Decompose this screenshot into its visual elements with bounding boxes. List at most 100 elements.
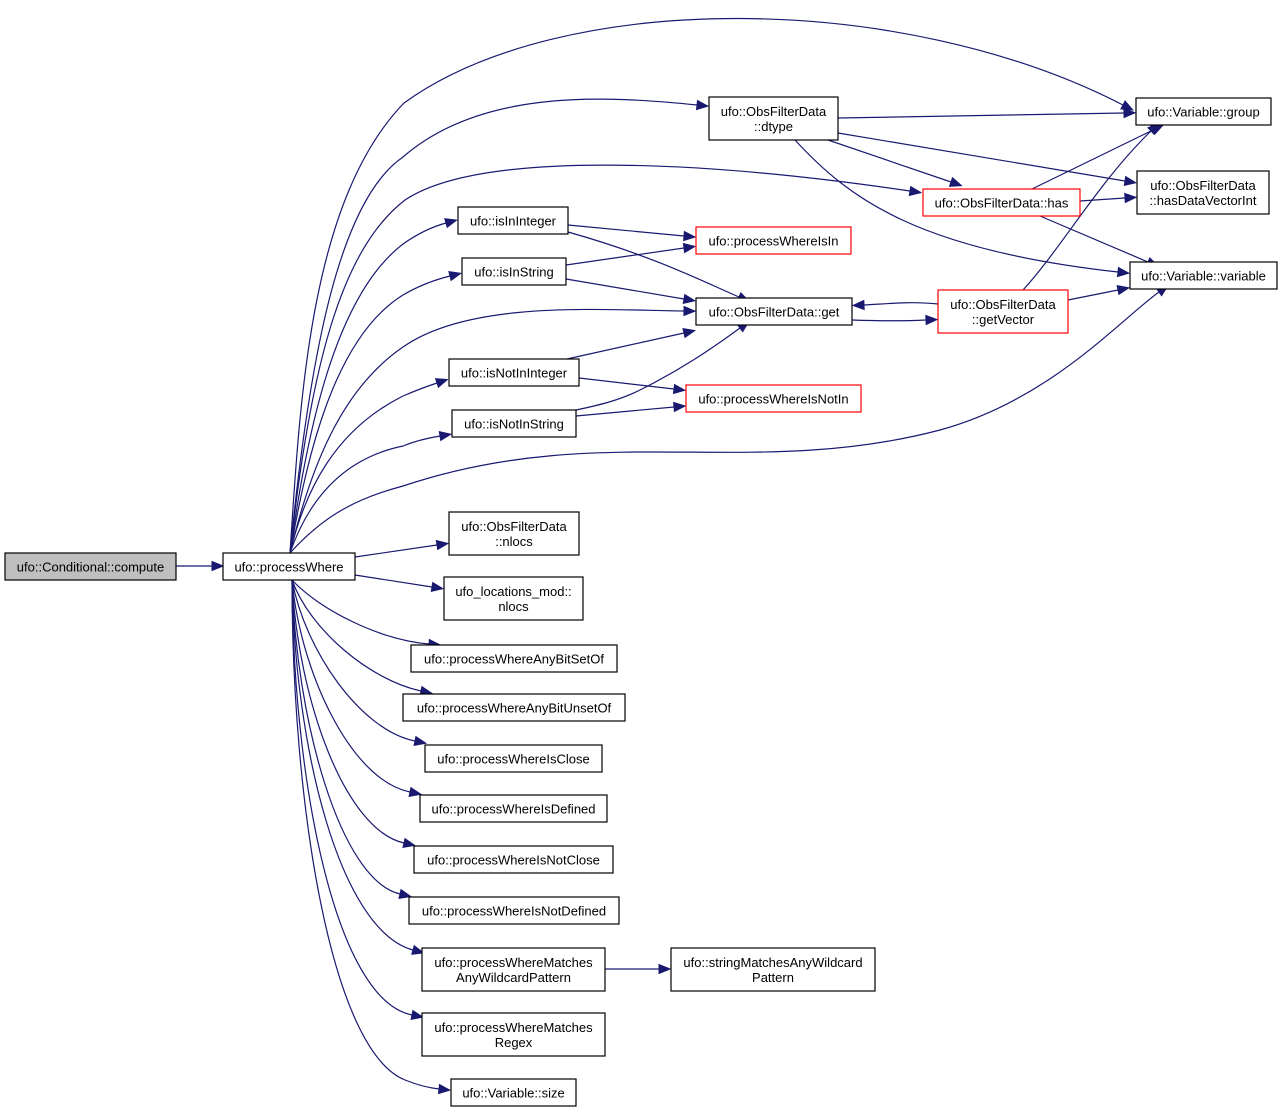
node-box bbox=[670, 947, 876, 992]
node-label: ::getVector bbox=[972, 312, 1035, 327]
node-label: Regex bbox=[495, 1035, 533, 1050]
edge-processWhere-to-dtype bbox=[289, 98, 710, 554]
node-box bbox=[1135, 97, 1272, 126]
node-processWhereIsIn[interactable]: ufo::processWhereIsIn bbox=[695, 226, 852, 255]
arrowhead-icon bbox=[683, 305, 697, 317]
arrowhead-icon bbox=[438, 430, 453, 442]
node-isInInteger[interactable]: ufo::isInInteger bbox=[457, 206, 569, 235]
node-hasDataVectorInt[interactable]: ufo::ObsFilterData::hasDataVectorInt bbox=[1136, 170, 1270, 215]
arrowhead-icon bbox=[908, 185, 923, 197]
node-label: ufo::ObsFilterData bbox=[1150, 178, 1256, 193]
arrowhead-icon bbox=[1123, 107, 1137, 119]
arrowhead-icon bbox=[211, 560, 225, 572]
edge-processWhere-to-has bbox=[289, 164, 923, 554]
node-isInString[interactable]: ufo::isInString bbox=[461, 257, 567, 286]
edge-get-to-getVector bbox=[851, 314, 939, 326]
edge-processWhere-to-isInString bbox=[289, 270, 462, 554]
node-get[interactable]: ufo::ObsFilterData::get bbox=[695, 297, 853, 326]
node-dtype[interactable]: ufo::ObsFilterData::dtype bbox=[708, 96, 839, 141]
arrowhead-icon bbox=[398, 888, 412, 900]
node-box bbox=[408, 896, 620, 925]
edge-isInInteger-to-processWhereIsIn bbox=[567, 224, 697, 242]
node-box bbox=[451, 409, 577, 438]
arrowhead-icon bbox=[437, 1083, 452, 1095]
node-label: Pattern bbox=[752, 970, 794, 985]
node-box bbox=[695, 297, 853, 326]
node-nlocs_ofd[interactable]: ufo::ObsFilterData::nlocs bbox=[448, 511, 580, 556]
edge-processWhere-to-matchesAnyWildcard bbox=[291, 579, 425, 955]
node-label: ufo::processWhere bbox=[234, 560, 343, 575]
arrowhead-icon bbox=[658, 963, 672, 975]
node-anyBitSetOf[interactable]: ufo::processWhereAnyBitSetOf bbox=[410, 644, 618, 673]
arrowhead-icon bbox=[925, 314, 939, 326]
node-label: ::dtype bbox=[754, 119, 793, 134]
arrowhead-icon bbox=[682, 242, 697, 254]
node-box bbox=[419, 794, 608, 823]
edge-processWhere-to-matchesRegex bbox=[291, 579, 425, 1021]
node-has[interactable]: ufo::ObsFilterData::has bbox=[922, 188, 1081, 217]
edge-isNotInInteger-to-get bbox=[566, 327, 696, 360]
node-label: ufo::processWhereIsDefined bbox=[431, 802, 595, 817]
edge-isNotInInteger-to-processWhereIsNotIn bbox=[578, 377, 687, 395]
edge-processWhere-to-isNotInString bbox=[289, 430, 453, 554]
node-processWhere[interactable]: ufo::processWhere bbox=[222, 552, 356, 581]
node-isNotDefined[interactable]: ufo::processWhereIsNotDefined bbox=[408, 896, 620, 925]
edge-processWhere-to-isInInteger bbox=[289, 218, 458, 554]
arrowhead-icon bbox=[683, 230, 697, 242]
node-matchesAnyWildcard[interactable]: ufo::processWhereMatchesAnyWildcardPatte… bbox=[421, 947, 606, 992]
node-anyBitUnsetOf[interactable]: ufo::processWhereAnyBitUnsetOf bbox=[402, 693, 626, 722]
edge-processWhere-to-anyBitSetOf bbox=[291, 579, 442, 650]
arrowhead-icon bbox=[411, 944, 425, 955]
arrowhead-icon bbox=[410, 1009, 425, 1021]
edge-compute-to-processWhere bbox=[176, 560, 225, 572]
node-label: ufo::processWhereIsClose bbox=[437, 752, 589, 767]
node-label: ufo_locations_mod:: bbox=[455, 584, 571, 599]
node-label: ufo::Conditional::compute bbox=[17, 560, 164, 575]
node-isClose[interactable]: ufo::processWhereIsClose bbox=[424, 744, 603, 773]
node-isNotInString[interactable]: ufo::isNotInString bbox=[451, 409, 577, 438]
node-variable[interactable]: ufo::Variable::variable bbox=[1129, 261, 1278, 290]
node-box bbox=[222, 552, 356, 581]
node-box bbox=[4, 552, 177, 581]
node-box bbox=[685, 384, 862, 413]
node-box bbox=[421, 1012, 606, 1057]
arrowhead-icon bbox=[682, 327, 696, 339]
node-box bbox=[695, 226, 852, 255]
arrowhead-icon bbox=[1116, 284, 1131, 296]
edge-processWhere-to-isNotInInteger bbox=[289, 378, 449, 554]
arrowhead-icon bbox=[695, 99, 710, 111]
edge-has-to-variable bbox=[1039, 215, 1160, 267]
arrowhead-icon bbox=[1116, 266, 1131, 278]
node-label: ufo::processWhereAnyBitUnsetOf bbox=[417, 701, 612, 716]
node-label: ufo::ObsFilterData bbox=[721, 104, 827, 119]
edge-processWhere-to-isNotClose bbox=[291, 579, 416, 849]
node-getVector[interactable]: ufo::ObsFilterData::getVector bbox=[937, 289, 1069, 334]
node-isNotInInteger[interactable]: ufo::isNotInInteger bbox=[448, 358, 580, 387]
node-box bbox=[443, 576, 584, 621]
node-box bbox=[1129, 261, 1278, 290]
node-label: ::nlocs bbox=[495, 534, 533, 549]
node-label: ufo::processWhereMatches bbox=[434, 1020, 593, 1035]
node-box bbox=[457, 206, 569, 235]
node-nlocs_mod[interactable]: ufo_locations_mod::nlocs bbox=[443, 576, 584, 621]
node-box bbox=[448, 511, 580, 556]
node-label: ufo::processWhereAnyBitSetOf bbox=[424, 652, 604, 667]
node-size[interactable]: ufo::Variable::size bbox=[450, 1078, 577, 1107]
node-box bbox=[450, 1078, 577, 1107]
node-box bbox=[402, 693, 626, 722]
node-label: ufo::processWhereIsNotIn bbox=[698, 392, 848, 407]
node-compute[interactable]: ufo::Conditional::compute bbox=[4, 552, 177, 581]
node-isDefined[interactable]: ufo::processWhereIsDefined bbox=[419, 794, 608, 823]
node-group[interactable]: ufo::Variable::group bbox=[1135, 97, 1272, 126]
node-box bbox=[937, 289, 1069, 334]
edge-getVector-to-get bbox=[851, 299, 939, 311]
edge-processWhere-to-anyBitUnsetOf bbox=[291, 579, 434, 697]
edge-dtype-to-hasDataVectorInt bbox=[837, 132, 1138, 187]
node-box bbox=[922, 188, 1081, 217]
node-label: ::hasDataVectorInt bbox=[1150, 193, 1257, 208]
node-processWhereIsNotIn[interactable]: ufo::processWhereIsNotIn bbox=[685, 384, 862, 413]
node-isNotClose[interactable]: ufo::processWhereIsNotClose bbox=[413, 845, 614, 874]
